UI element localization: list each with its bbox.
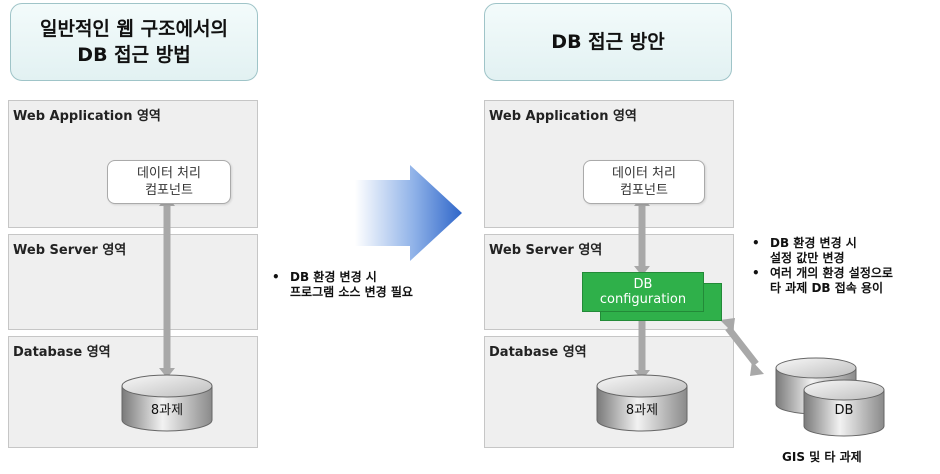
left-note-line2: 프로그램 소스 변경 필요 [290, 285, 413, 299]
left-title-box: 일반적인 웹 구조에서의 DB 접근 방법 [10, 3, 258, 81]
left-note-line1: DB 환경 변경 시 [290, 270, 377, 284]
zone-label: Database 영역 [489, 345, 587, 360]
left-title-line1: 일반적인 웹 구조에서의 [39, 18, 229, 40]
external-db-caption: GIS 및 타 과제 [782, 450, 862, 464]
config-label-line1: DB [633, 277, 653, 292]
zone-label: Web Application 영역 [13, 109, 161, 124]
right-title-box: DB 접근 방안 [484, 3, 732, 81]
left-data-processing-component: 데이터 처리 컴포넌트 [107, 160, 231, 204]
component-label-line2: 컴포넌트 [145, 183, 193, 198]
zone-label: Database 영역 [13, 345, 111, 360]
component-label-line2: 컴포넌트 [620, 183, 668, 198]
right-note1-line1: DB 환경 변경 시 [770, 236, 857, 250]
zone-label: Web Application 영역 [489, 109, 637, 124]
right-note1-line2: 설정 값만 변경 [770, 251, 845, 265]
bullet: • [752, 266, 760, 280]
db-configuration-box: DB configuration [582, 272, 704, 312]
right-note2-line2: 타 과제 DB 접속 용이 [770, 281, 884, 295]
config-label-line2: configuration [599, 292, 687, 307]
component-label-line1: 데이터 처리 [137, 166, 201, 181]
right-db-label: 8과제 [625, 403, 659, 418]
left-db-label: 8과제 [150, 403, 184, 418]
zone-label: Web Server 영역 [489, 243, 603, 258]
bullet: • [272, 270, 280, 284]
zone-label: Web Server 영역 [13, 243, 127, 258]
left-title-line2: DB 접근 방법 [77, 44, 191, 66]
right-data-processing-component: 데이터 처리 컴포넌트 [583, 160, 705, 204]
left-web-server-zone: Web Server 영역 [8, 234, 258, 330]
component-label-line1: 데이터 처리 [612, 166, 676, 181]
right-title: DB 접근 방안 [551, 31, 665, 53]
external-db-label: DB [834, 403, 854, 418]
bullet: • [752, 236, 760, 250]
right-notes: • DB 환경 변경 시 설정 값만 변경 • 여러 개의 환경 설정으로 타 … [752, 236, 938, 296]
right-note2-line1: 여러 개의 환경 설정으로 [770, 266, 893, 280]
left-note: • DB 환경 변경 시 프로그램 소스 변경 필요 [272, 270, 462, 300]
